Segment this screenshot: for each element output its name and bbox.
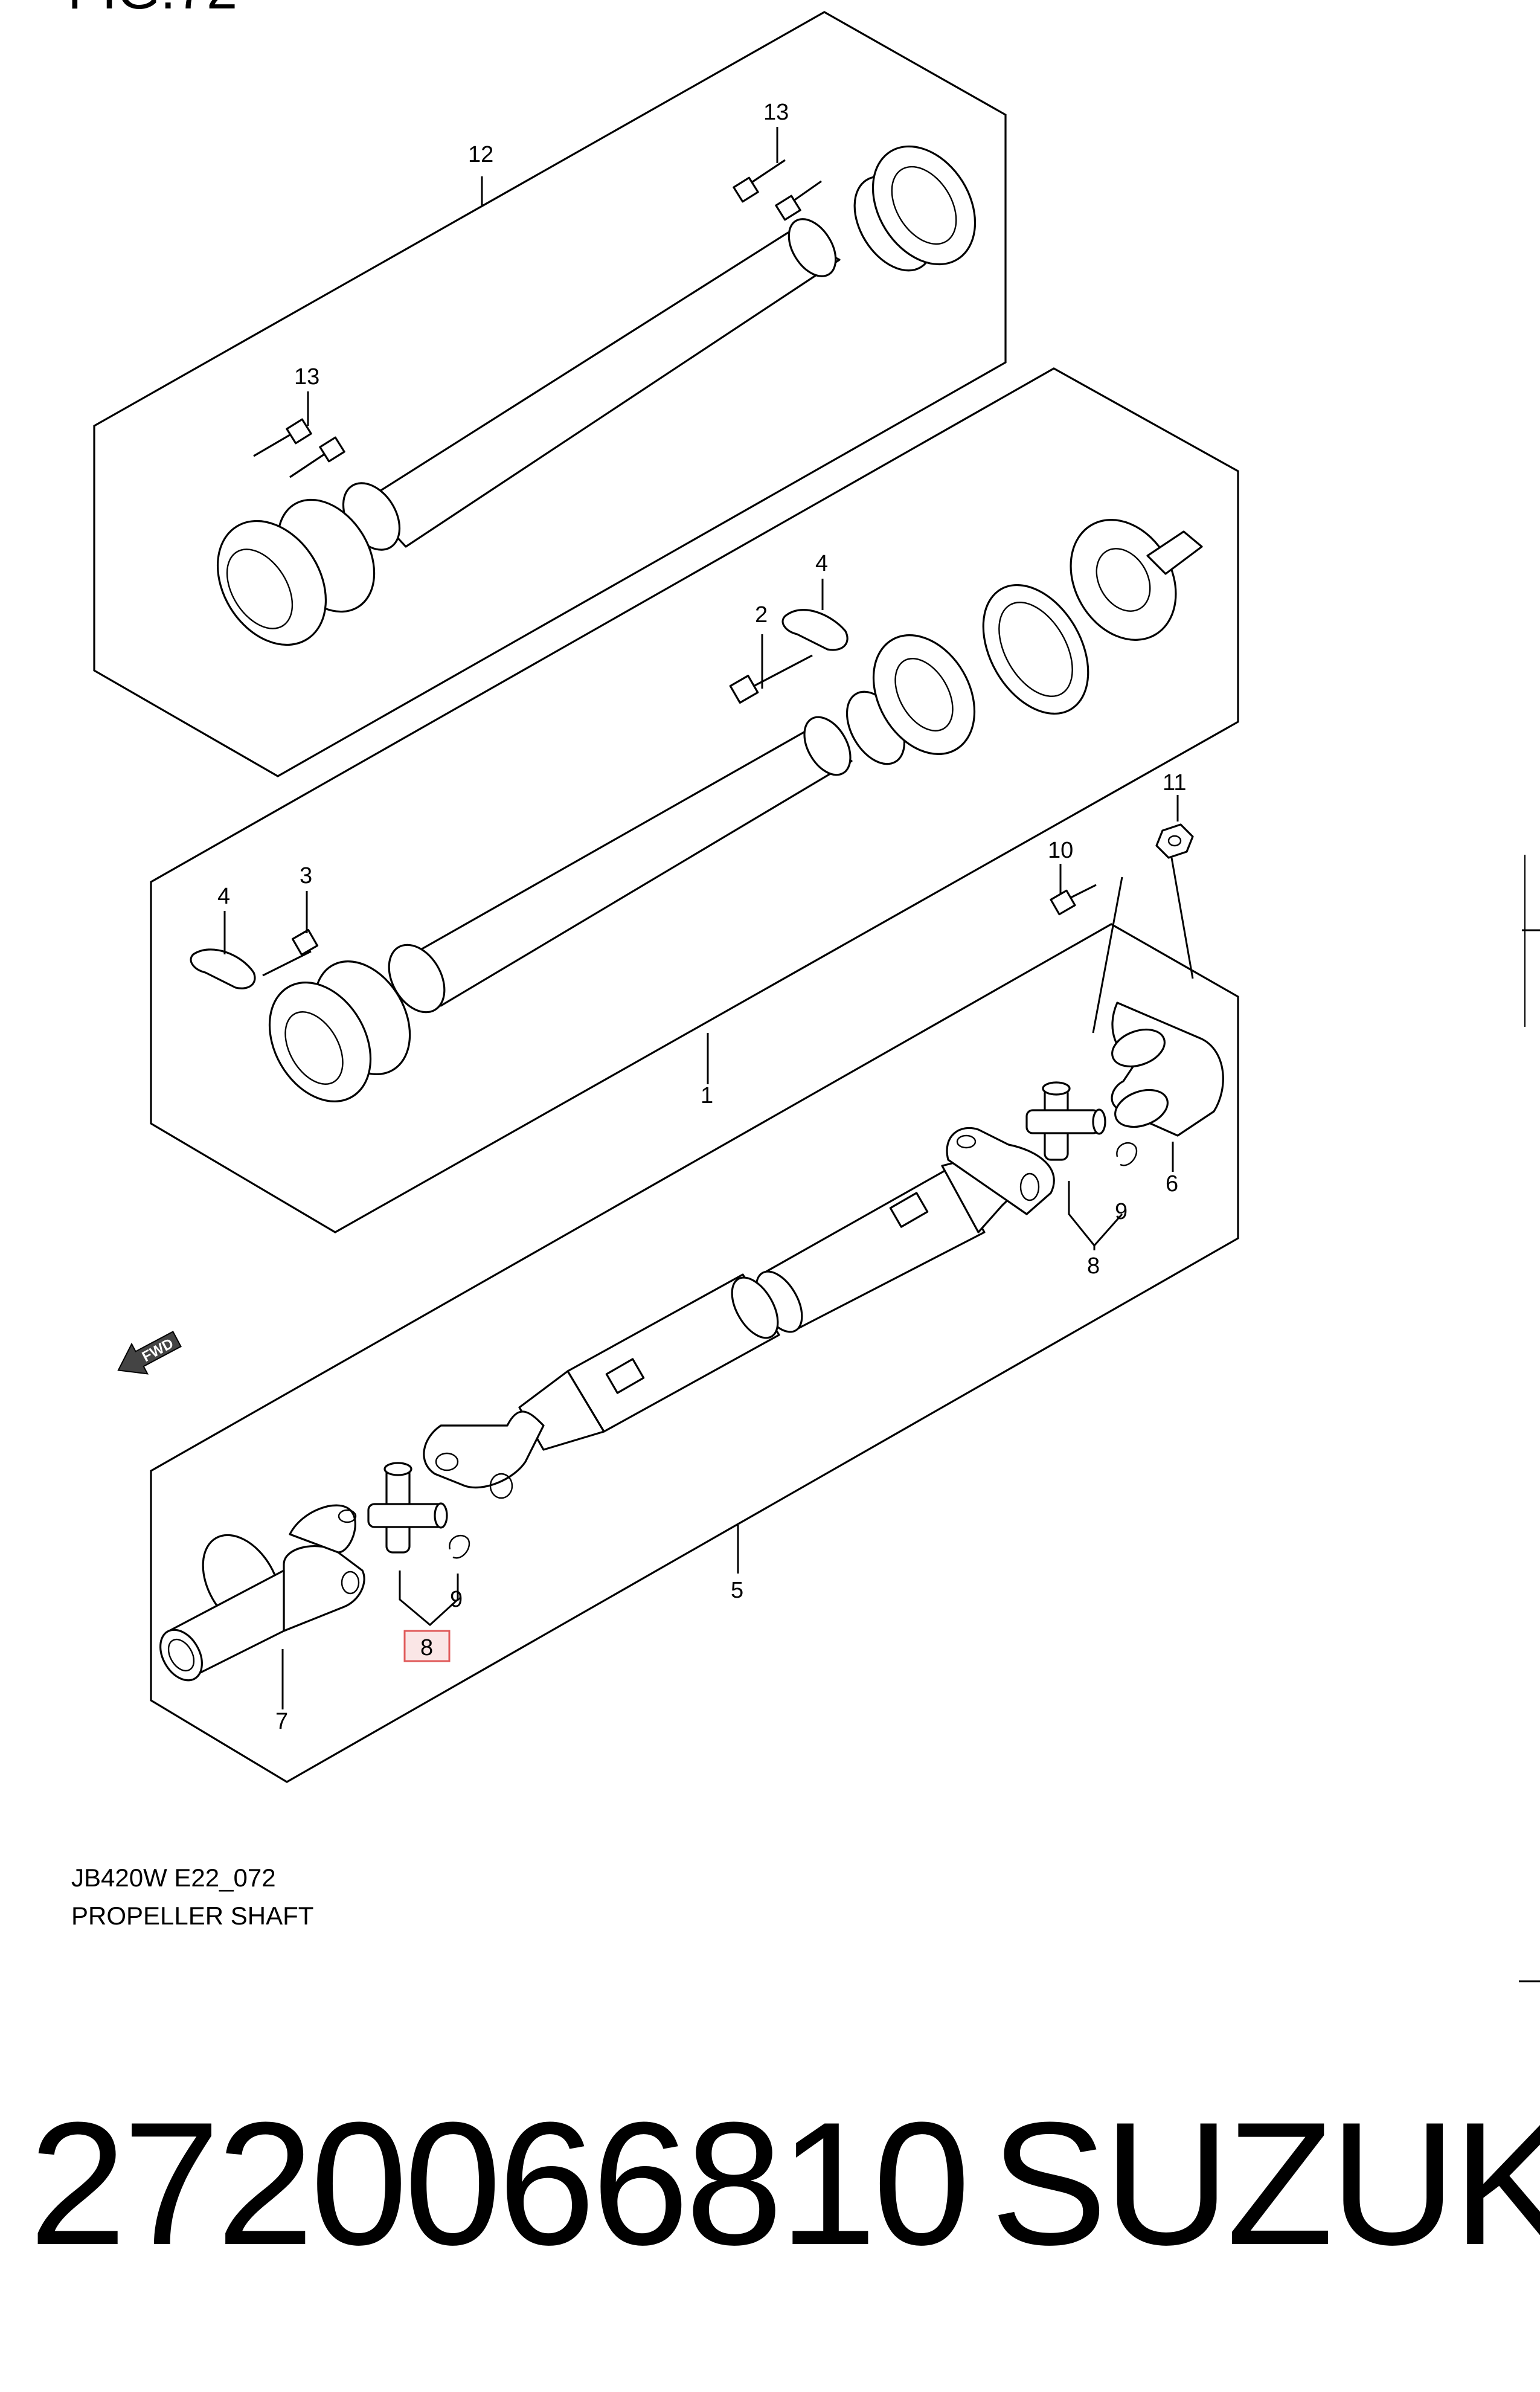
propeller-shaft-12[interactable] bbox=[196, 127, 996, 664]
callout-13-lower: 13 bbox=[294, 364, 319, 390]
callout-8-right: 8 bbox=[1087, 1253, 1100, 1279]
callout-9-right: 9 bbox=[1115, 1199, 1128, 1224]
diagram-title: PROPELLER SHAFT bbox=[71, 1902, 314, 1930]
panel-frame-shaft-1 bbox=[150, 367, 1239, 1233]
callout-12: 12 bbox=[468, 142, 493, 167]
sleeve-yoke-7[interactable] bbox=[152, 1504, 365, 1688]
bolt-set-13-upper[interactable] bbox=[733, 159, 822, 221]
part-number: 2720066810 bbox=[29, 2086, 971, 2281]
callout-4-upper: 4 bbox=[815, 551, 828, 576]
callout-13-upper: 13 bbox=[763, 100, 789, 125]
callout-3: 3 bbox=[300, 863, 312, 889]
callout-7: 7 bbox=[275, 1709, 288, 1734]
bolt-set-13-lower[interactable] bbox=[253, 418, 345, 478]
callout-6: 6 bbox=[1166, 1171, 1178, 1197]
panel-frame-shaft-12 bbox=[93, 11, 1007, 777]
figure-label: FIG.72 bbox=[68, 0, 237, 21]
callout-9-left: 9 bbox=[450, 1587, 463, 1612]
callout-4-lower: 4 bbox=[217, 884, 230, 909]
callout-8-left: 8 bbox=[420, 1635, 433, 1661]
brand-name: SUZUKI bbox=[990, 2086, 1540, 2281]
callout-1: 1 bbox=[701, 1083, 713, 1108]
product-info-band bbox=[0, 1993, 1540, 2392]
lock-plate-4-upper[interactable] bbox=[781, 609, 849, 651]
flange-yoke[interactable] bbox=[1050, 501, 1203, 659]
bolt-10[interactable] bbox=[1050, 884, 1097, 916]
highlight-box-8 bbox=[403, 1630, 451, 1662]
universal-joint-spider-left[interactable] bbox=[367, 1462, 448, 1554]
bolt-2[interactable] bbox=[729, 654, 813, 704]
universal-joint-spider-right[interactable] bbox=[1025, 1081, 1106, 1161]
lock-plate-4-lower[interactable] bbox=[190, 948, 256, 989]
callout-11: 11 bbox=[1163, 770, 1186, 796]
callout-5: 5 bbox=[731, 1578, 743, 1603]
propeller-shaft-1[interactable] bbox=[249, 617, 995, 1120]
exploded-parts-diagram: FIG.72 12 13 13 bbox=[68, 0, 1540, 1982]
nut-11[interactable] bbox=[1155, 823, 1194, 859]
forward-direction-arrow: FWD bbox=[117, 1331, 182, 1375]
panel-frame-shaft-5 bbox=[150, 923, 1239, 1783]
callout-2: 2 bbox=[755, 602, 768, 628]
bolt-3[interactable] bbox=[262, 928, 319, 977]
centering-ring[interactable] bbox=[962, 567, 1110, 732]
propeller-shaft-5[interactable] bbox=[423, 1127, 1055, 1499]
diagram-code: JB420W E22_072 bbox=[71, 1863, 276, 1892]
flange-yoke-6[interactable] bbox=[1107, 1001, 1224, 1137]
callout-10: 10 bbox=[1048, 838, 1073, 863]
snap-ring-9-left[interactable] bbox=[449, 1535, 470, 1559]
snap-ring-9-right[interactable] bbox=[1116, 1142, 1138, 1166]
